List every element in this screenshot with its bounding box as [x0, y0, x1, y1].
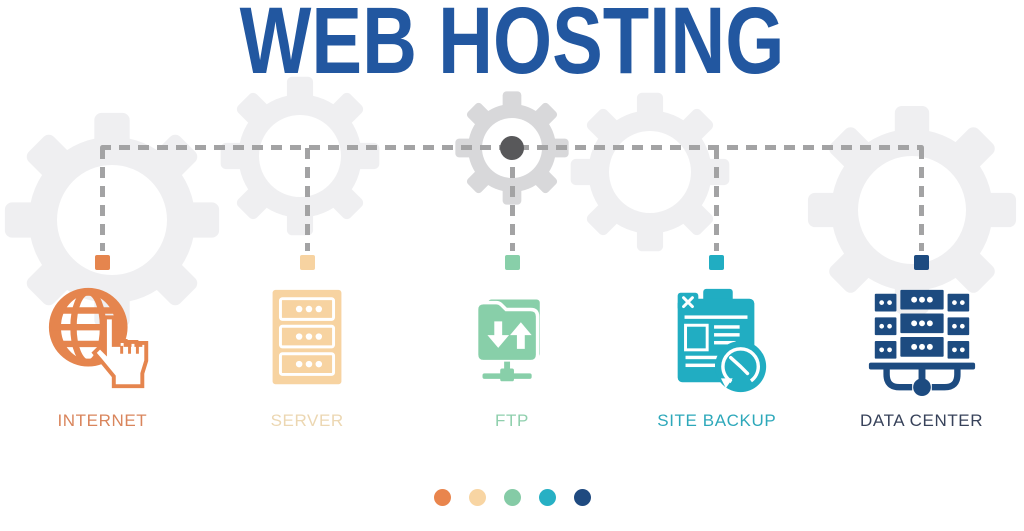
ftp-folder-transfer-icon	[453, 276, 571, 404]
gear-icon	[4, 112, 220, 328]
carousel-dot[interactable]	[503, 489, 521, 506]
connector-square	[914, 255, 930, 270]
carousel-dot[interactable]	[433, 489, 451, 506]
item-label: DATA CENTER	[860, 411, 984, 430]
connector-square	[299, 255, 315, 270]
carousel-dot[interactable]	[573, 489, 591, 506]
item-ftp: FTP	[410, 276, 615, 431]
item-site-backup: SITE BACKUP	[614, 276, 819, 431]
gear-icon	[807, 105, 1017, 315]
item-label: SERVER	[270, 411, 344, 430]
item-label: FTP	[495, 411, 529, 430]
connector-square	[709, 255, 725, 270]
carousel-dot[interactable]	[538, 489, 556, 506]
connector-vertical-line	[509, 148, 515, 251]
page-title: WEB HOSTING	[239, 0, 785, 94]
item-label: INTERNET	[57, 411, 148, 430]
site-backup-restore-icon	[658, 276, 776, 404]
connector-vertical-line	[304, 148, 310, 251]
data-center-servers-icon	[863, 276, 981, 404]
connector-vertical-line	[714, 148, 720, 251]
carousel-dots	[0, 489, 1024, 506]
carousel-dot[interactable]	[468, 489, 486, 506]
connector-vertical-line	[919, 148, 925, 251]
item-data-center: DATA CENTER	[819, 276, 1024, 431]
server-rack-icon	[248, 276, 366, 404]
item-server: SERVER	[205, 276, 410, 431]
connector-vertical-line	[99, 148, 105, 251]
gear-icon	[570, 92, 730, 252]
items-row: INTERNET SERV	[0, 276, 1024, 431]
gear-center-dot	[500, 136, 524, 160]
item-internet: INTERNET	[0, 276, 205, 431]
internet-globe-cursor-icon	[43, 276, 161, 404]
gear-icon	[220, 76, 380, 236]
item-label: SITE BACKUP	[657, 411, 777, 430]
connector-square	[504, 255, 520, 270]
connector-square	[94, 255, 110, 270]
